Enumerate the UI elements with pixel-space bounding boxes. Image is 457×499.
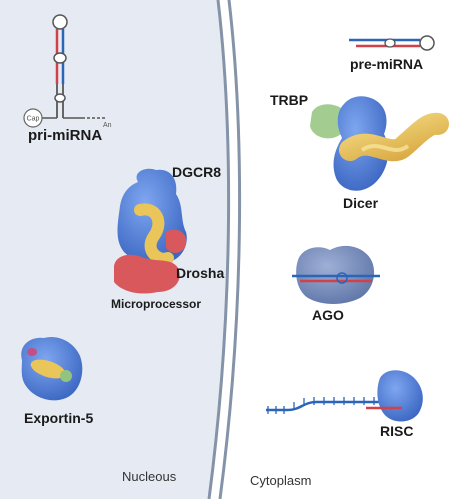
ago-complex	[292, 245, 380, 304]
dicer-label: Dicer	[343, 195, 379, 211]
nuclear-membrane-outer	[218, 0, 242, 499]
rna-helix-dicer	[339, 112, 449, 162]
trbp-protein	[310, 104, 349, 139]
risc-protein	[377, 370, 423, 422]
trbp-label: TRBP	[270, 92, 309, 108]
risc-complex	[266, 370, 423, 422]
microprocessor-complex	[114, 168, 187, 294]
exportin5-label: Exportin-5	[24, 410, 94, 426]
pre-mirna-hairpin	[349, 35, 435, 51]
poly-a-label: An	[103, 122, 112, 129]
exportin5-complex	[21, 336, 83, 401]
dicer-complex	[310, 96, 449, 191]
nuclear-membrane-inner	[207, 0, 231, 499]
nucleus-region-label: Nucleous	[122, 469, 177, 484]
drosha-protein	[114, 254, 180, 294]
cap-label: Cap	[27, 116, 40, 123]
pre-mirna-label: pre-miRNA	[350, 56, 424, 72]
pri-mirna-hairpin: Cap An	[23, 14, 112, 129]
microprocessor-label: Microprocessor	[111, 297, 202, 311]
pri-mirna-label: pri-miRNA	[28, 127, 103, 144]
rna-helix-microprocessor	[134, 203, 174, 265]
target-mrna	[266, 400, 414, 412]
cap-icon	[23, 108, 43, 128]
drosha-label: Drosha	[176, 265, 225, 281]
dgcr8-label: DGCR8	[172, 164, 222, 180]
risc-label: RISC	[380, 423, 414, 439]
cytoplasm-region-label: Cytoplasm	[250, 473, 312, 488]
ago-label: AGO	[312, 307, 344, 323]
